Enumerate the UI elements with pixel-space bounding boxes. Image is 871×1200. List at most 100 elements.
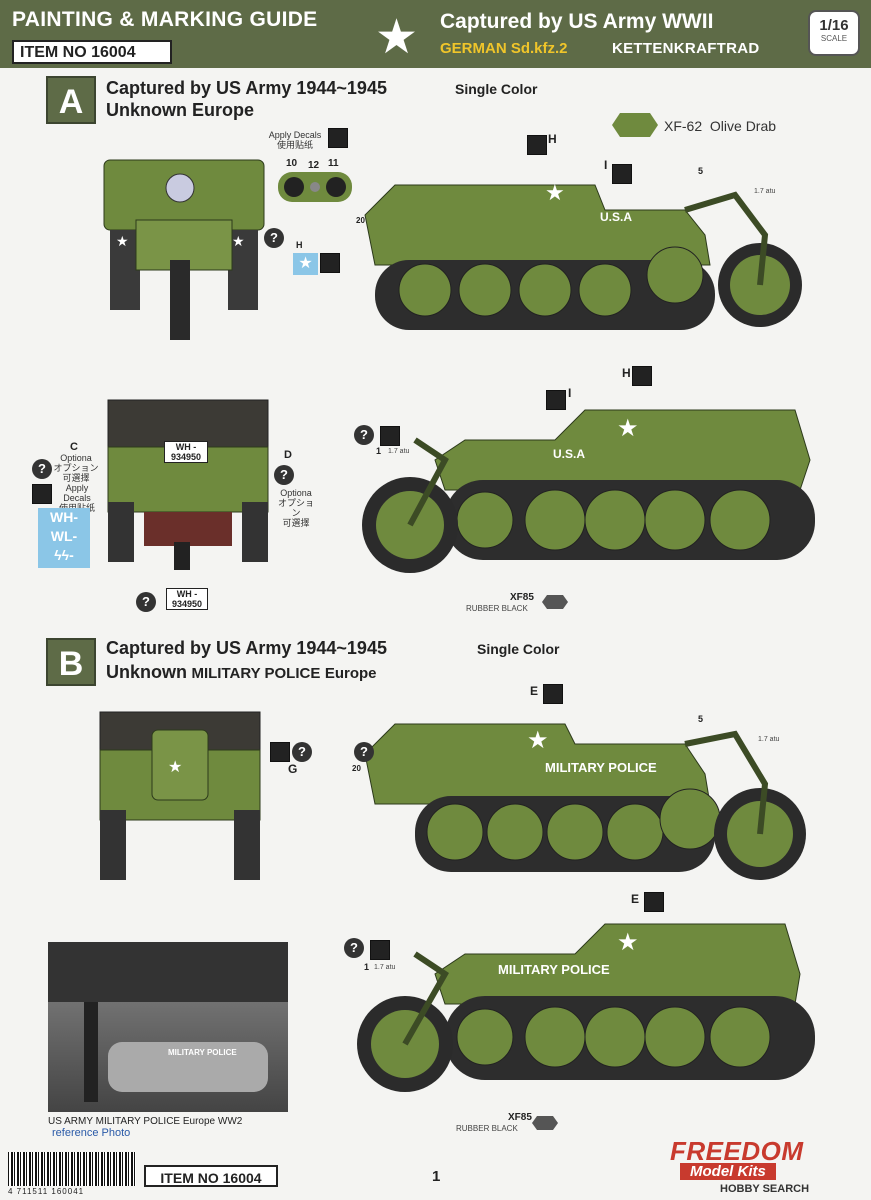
vehicle-a-rear-view xyxy=(107,399,269,570)
section-a-color-note: Single Color xyxy=(455,81,538,97)
watermark: HOBBY SEARCH xyxy=(720,1183,810,1195)
svg-text:★: ★ xyxy=(232,233,245,249)
mark-d: D xyxy=(284,449,292,461)
question-icon: ? xyxy=(354,742,374,762)
rubber-black-swatch xyxy=(532,1116,558,1130)
spare-license-plate: WH -934950 xyxy=(166,588,208,610)
paint-label: XF-62 Olive Drab xyxy=(664,118,776,134)
paint-code: XF-62 xyxy=(664,118,703,134)
blue-decal-wl: WL- xyxy=(50,528,78,544)
svg-text:★: ★ xyxy=(617,415,639,442)
barcode-digits: 4 711511 160041 xyxy=(8,1187,85,1196)
svg-text:★: ★ xyxy=(545,180,565,205)
photo-caption: US ARMY MILITARY POLICE Europe WW2 xyxy=(48,1116,243,1127)
svg-text:★: ★ xyxy=(527,727,549,754)
section-b-letter: B xyxy=(46,638,96,686)
decal-icon xyxy=(632,366,652,386)
reference-photo: MILITARY POLICE xyxy=(48,942,288,1112)
num-5: 5 xyxy=(698,166,704,176)
decal-icon xyxy=(320,253,340,273)
num-11: 11 xyxy=(328,158,339,169)
mark-h-front: H xyxy=(296,240,303,250)
svg-text:★: ★ xyxy=(116,233,129,249)
decal-icon xyxy=(328,128,348,148)
mark-h-left: H xyxy=(622,366,631,380)
section-a-letter: A xyxy=(46,76,96,124)
decal-icon xyxy=(370,940,390,960)
photo-reference-label: reference Photo xyxy=(52,1127,131,1139)
page-number: 1 xyxy=(432,1168,441,1185)
svg-text:★: ★ xyxy=(617,929,639,956)
rubber-name-b: RUBBER BLACK xyxy=(456,1124,518,1133)
usa-marking-left: U.S.A xyxy=(553,447,586,461)
num-10: 10 xyxy=(286,158,298,169)
rear-license-plate: WH -934950 xyxy=(164,441,208,463)
decal-icon xyxy=(543,684,563,704)
svg-text:★: ★ xyxy=(168,759,182,776)
photo-mp-text: MILITARY POLICE xyxy=(168,1048,237,1057)
pressure-label-left: 1.7 atu xyxy=(388,448,410,455)
barcode xyxy=(8,1152,136,1186)
section-b-title: Captured by US Army 1944~1945 xyxy=(106,638,387,658)
header-item-number: ITEM NO 16004 xyxy=(12,40,172,64)
star-decal-icon: ★ xyxy=(293,253,318,275)
usa-marking: U.S.A xyxy=(600,210,633,224)
decal-icon xyxy=(380,426,400,446)
mark-i-left: I xyxy=(568,386,572,400)
mark-c: C xyxy=(70,441,78,453)
pressure-label-b: 1.7 atu xyxy=(758,736,780,743)
blue-decal-ss: ϟϟ- xyxy=(54,547,74,563)
mark-h: H xyxy=(548,132,557,146)
mp-marking: MILITARY POLICE xyxy=(545,760,657,775)
scale-badge: 1/16 SCALE xyxy=(808,10,860,56)
question-icon: ? xyxy=(264,228,284,248)
vehicle-b-side-view-right: ★ xyxy=(364,723,806,880)
question-icon: ? xyxy=(354,425,374,445)
section-b-subtitle: Unknown MILITARY POLICE Europe xyxy=(106,662,377,683)
section-b-sub-3: Europe xyxy=(324,665,377,682)
section-a-subtitle: Unknown Europe xyxy=(106,100,254,120)
vehicle-a-side-view-left: ★ xyxy=(362,409,815,573)
question-icon: ? xyxy=(32,459,52,479)
scale-word: SCALE xyxy=(820,34,848,43)
header-kettenkraftrad: KETTENKRAFTRAD xyxy=(612,40,760,57)
rubber-name: RUBBER BLACK xyxy=(466,604,528,613)
num-1-b: 1 xyxy=(364,962,370,972)
blue-decal-wh: WH- xyxy=(50,509,78,525)
mark-e: E xyxy=(530,684,539,698)
rubber-code-b: XF85 xyxy=(508,1112,532,1123)
vehicle-a-side-view-right: ★ xyxy=(364,180,802,330)
decal-icon xyxy=(270,742,290,762)
guide-title: PAINTING & MARKING GUIDE xyxy=(12,8,318,31)
olive-drab-swatch xyxy=(612,113,658,137)
vehicle-b-rear-view: ★ xyxy=(99,711,261,880)
scale-value: 1/16 xyxy=(819,17,849,34)
decal-icon xyxy=(32,484,52,504)
footer-item-number: ITEM NO 16004 xyxy=(144,1165,278,1187)
section-b-color-note: Single Color xyxy=(477,641,560,657)
num-20: 20 xyxy=(356,216,365,225)
decal-icon xyxy=(527,135,547,155)
mark-i: I xyxy=(604,158,608,172)
rubber-black-swatch xyxy=(542,595,568,609)
question-icon: ? xyxy=(292,742,312,762)
num-12: 12 xyxy=(308,160,320,171)
vehicle-b-side-view-left: ★ xyxy=(357,923,815,1092)
brand-logo-freedom: FREEDOM xyxy=(670,1136,804,1166)
mark-e-left: E xyxy=(631,892,640,906)
question-icon: ? xyxy=(344,938,364,958)
instrument-panel xyxy=(278,172,352,202)
section-b-sub-2: MILITARY POLICE xyxy=(191,665,321,682)
pressure-label-b-left: 1.7 atu xyxy=(374,964,396,971)
question-icon: ? xyxy=(274,465,294,485)
pressure-label: 1.7 atu xyxy=(754,188,776,195)
mark-g: G xyxy=(288,762,298,776)
vehicle-a-front-view: ★ ★ xyxy=(103,159,265,340)
star-icon: ★ xyxy=(375,11,419,64)
license-decal-box: WH- WL- ϟϟ- xyxy=(38,508,90,568)
section-a-title: Captured by US Army 1944~1945 xyxy=(106,78,387,98)
decal-icon xyxy=(546,390,566,410)
